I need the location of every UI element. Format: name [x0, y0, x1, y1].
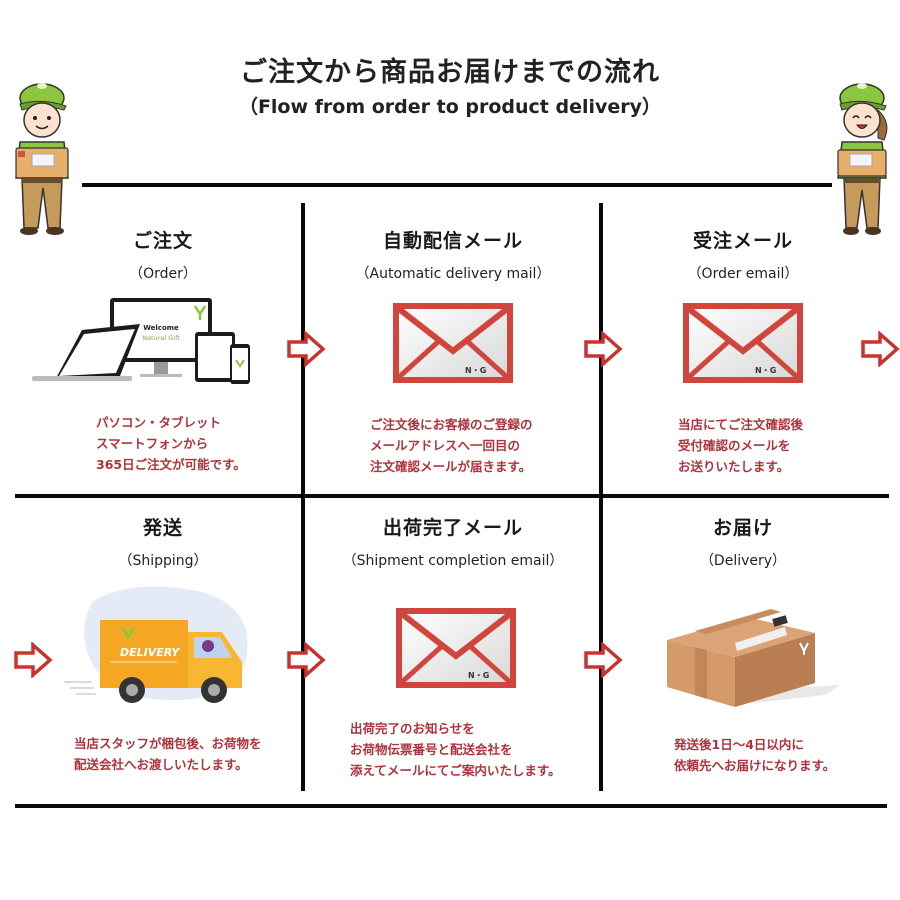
step-subtitle: （Shipment completion email）	[342, 553, 564, 569]
step-description: ご注文後にお客様のご登録の メールアドレスへ一回目の 注文確認メールが届きます。	[370, 417, 533, 474]
arrow-right-icon	[584, 331, 623, 367]
screen-brand-text: Natural Gift	[142, 334, 180, 342]
bottom-divider	[15, 804, 887, 808]
step-description: 出荷完了のお知らせを お荷物伝票番号と配送会社を 添えてメールにてご案内いたしま…	[350, 721, 561, 778]
step-subtitle: （Delivery）	[699, 553, 787, 569]
step-title: 発送	[142, 517, 183, 539]
step-title: 自動配信メール	[382, 230, 523, 252]
envelope-label: N・G	[465, 366, 486, 375]
step-title: ご注文	[132, 230, 193, 252]
step-subtitle: （Order）	[129, 266, 197, 282]
step-shipment-email: 出荷完了メール （Shipment completion email）	[308, 513, 598, 570]
step-title: 出荷完了メール	[382, 517, 523, 539]
truck-label: DELIVERY	[120, 646, 180, 659]
step-description: 発送後1日～4日以内に 依頼先へお届けになります。	[674, 737, 836, 773]
envelope-icon: N・G	[393, 303, 513, 383]
step-order-email: 受注メール （Order email）	[598, 226, 888, 283]
step-subtitle: （Order email）	[687, 266, 799, 282]
step-description: 当店にてご注文確認後 受付確認のメールを お送りいたします。	[678, 417, 804, 474]
envelope-label: N・G	[755, 366, 776, 375]
arrow-right-icon	[14, 642, 53, 678]
delivery-man-icon	[15, 83, 69, 235]
step-subtitle: （Shipping）	[118, 553, 208, 569]
page-title: ご注文から商品お届けまでの流れ	[240, 57, 660, 88]
devices-icon: Welcome Natural Gift	[30, 296, 260, 386]
top-divider	[82, 183, 832, 187]
step-order: ご注文 （Order）	[18, 226, 308, 283]
step-title: 受注メール	[692, 230, 793, 252]
step-description: 当店スタッフが梱包後、お荷物を 配送会社へお渡しいたします。	[74, 736, 262, 772]
step-delivery: お届け （Delivery）	[598, 513, 888, 570]
screen-welcome-text: Welcome	[143, 324, 179, 332]
step-automatic-mail: 自動配信メール （Automatic delivery mail）	[308, 226, 598, 283]
step-shipping: 発送 （Shipping）	[18, 513, 308, 570]
arrow-right-icon	[287, 331, 326, 367]
delivery-woman-icon	[837, 83, 888, 235]
cardboard-box-icon	[665, 595, 845, 715]
arrow-right-icon	[861, 331, 900, 367]
envelope-icon: N・G	[683, 303, 803, 383]
step-subtitle: （Automatic delivery mail）	[355, 266, 551, 282]
delivery-truck-icon: DELIVERY	[62, 582, 252, 707]
page-subtitle: （Flow from order to product delivery）	[238, 96, 662, 118]
envelope-label: N・G	[468, 671, 489, 680]
arrow-right-icon	[584, 642, 623, 678]
column-divider-2	[599, 203, 603, 791]
step-description: パソコン・タブレット スマートフォンから 365日ご注文が可能です。	[96, 415, 246, 472]
column-divider-1	[301, 203, 305, 791]
arrow-right-icon	[287, 642, 326, 678]
step-title: お届け	[712, 517, 773, 539]
envelope-icon: N・G	[396, 608, 516, 688]
middle-divider	[15, 494, 889, 498]
